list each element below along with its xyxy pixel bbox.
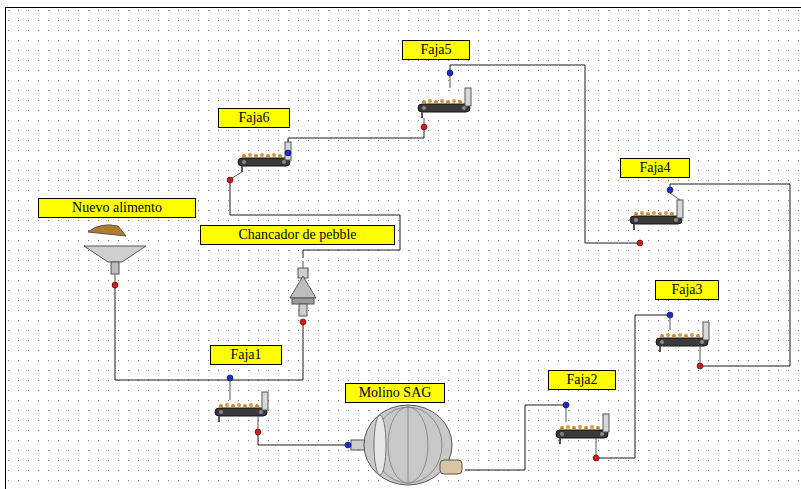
equipment-label: Nuevo alimento [38,198,196,218]
equipment-label: Faja1 [210,345,282,365]
equipment-label: Faja3 [655,280,719,300]
equipment-node: Faja2 [546,368,618,461]
equipment-node: Faja3 [653,278,721,369]
flow-line [288,127,424,153]
equipment-node: Faja6 [216,106,296,183]
equipment-label: Faja5 [402,40,470,60]
flow-line [465,405,566,470]
equipment-node: Molino SAG [343,381,468,481]
equipment-label: Faja2 [548,370,616,390]
equipment-node: Nuevo alimento [36,196,198,288]
equipment-node: Faja1 [208,343,284,435]
equipment-label: Faja6 [218,108,290,128]
flow-line [258,432,348,445]
equipment-node: Faja4 [618,156,693,246]
equipment-label: Molino SAG [345,383,445,403]
flow-line [450,65,640,243]
equipment-node: Chancador de pebble [198,223,398,325]
flow-line [230,180,400,258]
equipment-label: Chancador de pebble [200,225,395,245]
equipment-label: Faja4 [620,158,690,178]
flow-line [115,285,230,380]
equipment-node: Faja5 [400,38,482,130]
